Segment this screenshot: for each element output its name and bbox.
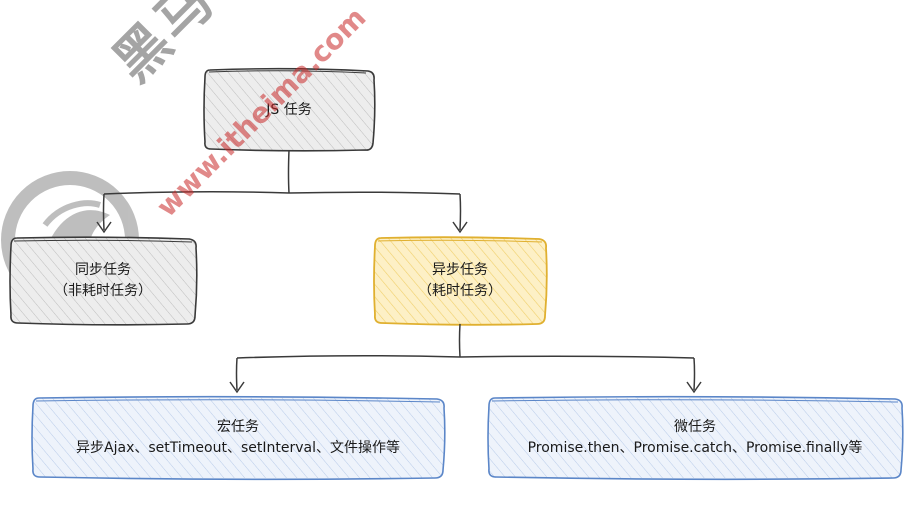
arrowhead-to-sync-icon [96, 221, 112, 234]
macro-task-examples: 异步Ajax、setTimeout、setInterval、文件操作等 [76, 440, 400, 456]
micro-task-label: 微任务 [674, 419, 716, 435]
macro-task-node: 宏任务 异步Ajax、setTimeout、setInterval、文件操作等 [32, 398, 444, 478]
async-task-node: 异步任务 （耗时任务） [374, 238, 546, 324]
sync-task-label: 同步任务 [75, 262, 131, 278]
macro-task-label: 宏任务 [217, 419, 259, 435]
async-task-sublabel: （耗时任务） [418, 283, 502, 299]
sync-task-node: 同步任务 （非耗时任务） [10, 238, 196, 324]
sync-task-box [9, 236, 198, 326]
arrowhead-to-micro-icon [686, 381, 702, 394]
arrowhead-to-async-icon [452, 221, 468, 234]
async-task-label: 异步任务 [432, 262, 488, 278]
sync-task-sublabel: （非耗时任务） [54, 283, 152, 299]
js-task-label: JS 任务 [266, 101, 312, 118]
connector-async-to-children [235, 323, 696, 391]
macro-task-box [31, 395, 446, 481]
js-task-node: JS 任务 [204, 70, 374, 150]
js-task-box [203, 67, 376, 152]
async-task-box [373, 236, 548, 326]
micro-task-node: 微任务 Promise.then、Promise.catch、Promise.f… [488, 398, 902, 478]
arrowhead-to-macro-icon [229, 381, 245, 394]
micro-task-box [487, 395, 904, 481]
connector-js-to-children [102, 149, 462, 231]
micro-task-examples: Promise.then、Promise.catch、Promise.final… [527, 440, 863, 456]
